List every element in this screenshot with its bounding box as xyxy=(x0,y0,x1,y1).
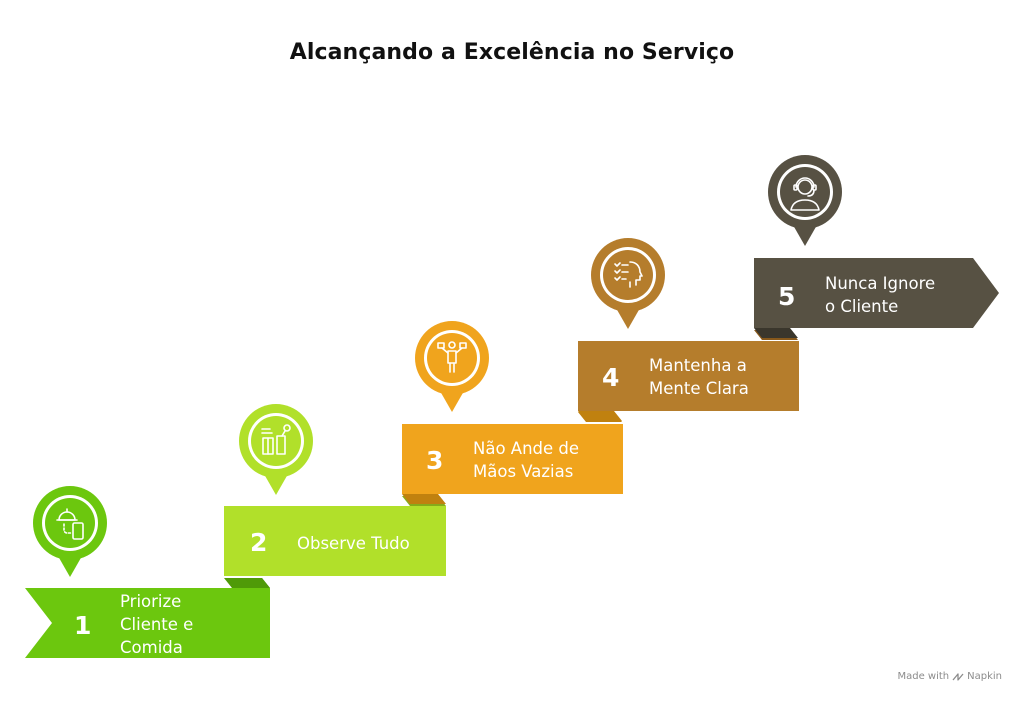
serving-tray-phone-icon xyxy=(56,508,84,540)
step-4-label: Mantenha a Mente Clara xyxy=(649,356,752,398)
step-1-number: 1 xyxy=(74,611,91,640)
step-3-band xyxy=(402,424,623,494)
step-3-label: Não Ande de Mãos Vazias xyxy=(473,439,584,481)
step-3-number: 3 xyxy=(426,446,443,475)
step-4: 4 Mantenha a Mente Clara xyxy=(578,238,799,421)
step-5-band xyxy=(754,258,999,328)
step-4-label-line: Mente Clara xyxy=(649,379,749,398)
page-title: Alcançando a Excelência no Serviço xyxy=(289,40,735,65)
step-1-label-line: Priorize xyxy=(120,592,181,611)
person-carrying-icon xyxy=(437,341,467,373)
step-3-pin xyxy=(415,321,489,412)
step-3-label-line: Não Ande de xyxy=(473,439,579,458)
credit-prefix: Made with xyxy=(897,671,950,682)
credit-brand: Napkin xyxy=(967,671,1002,682)
step-5: 5 Nunca Ignore o Cliente xyxy=(754,155,999,338)
step-5-label: Nunca Ignore o Cliente xyxy=(825,274,940,316)
observe-scene-icon xyxy=(261,424,291,455)
step-1-label: Priorize Cliente e Comida xyxy=(120,592,199,657)
step-5-fold xyxy=(754,328,798,338)
mind-checklist-icon xyxy=(614,261,643,288)
step-2-pin xyxy=(239,404,313,495)
step-2: 2 Observe Tudo xyxy=(224,404,446,588)
napkin-logo-icon xyxy=(952,672,964,681)
step-2-number: 2 xyxy=(250,528,267,557)
step-4-number: 4 xyxy=(602,363,619,392)
step-1-band xyxy=(25,588,270,658)
step-5-pin xyxy=(768,155,842,246)
step-2-band xyxy=(224,506,446,576)
step-1: 1 Priorize Cliente e Comida xyxy=(25,486,270,658)
step-1-label-line: Comida xyxy=(120,638,183,657)
step-3-fold xyxy=(402,494,446,504)
customer-headset-icon xyxy=(790,177,820,211)
step-1-label-line: Cliente e xyxy=(120,615,193,634)
step-2-fold xyxy=(224,578,270,588)
step-1-pin xyxy=(33,486,107,577)
made-with-credit: Made with Napkin xyxy=(897,671,1002,682)
step-4-label-line: Mantenha a xyxy=(649,356,747,375)
step-2-label: Observe Tudo xyxy=(297,534,410,553)
step-4-pin xyxy=(591,238,665,329)
step-3: 3 Não Ande de Mãos Vazias xyxy=(402,321,623,504)
step-5-label-line: o Cliente xyxy=(825,297,898,316)
step-5-label-line: Nunca Ignore xyxy=(825,274,935,293)
step-4-fold xyxy=(578,411,622,421)
step-4-band xyxy=(578,341,799,411)
step-5-number: 5 xyxy=(778,282,795,311)
step-3-label-line: Mãos Vazias xyxy=(473,462,573,481)
